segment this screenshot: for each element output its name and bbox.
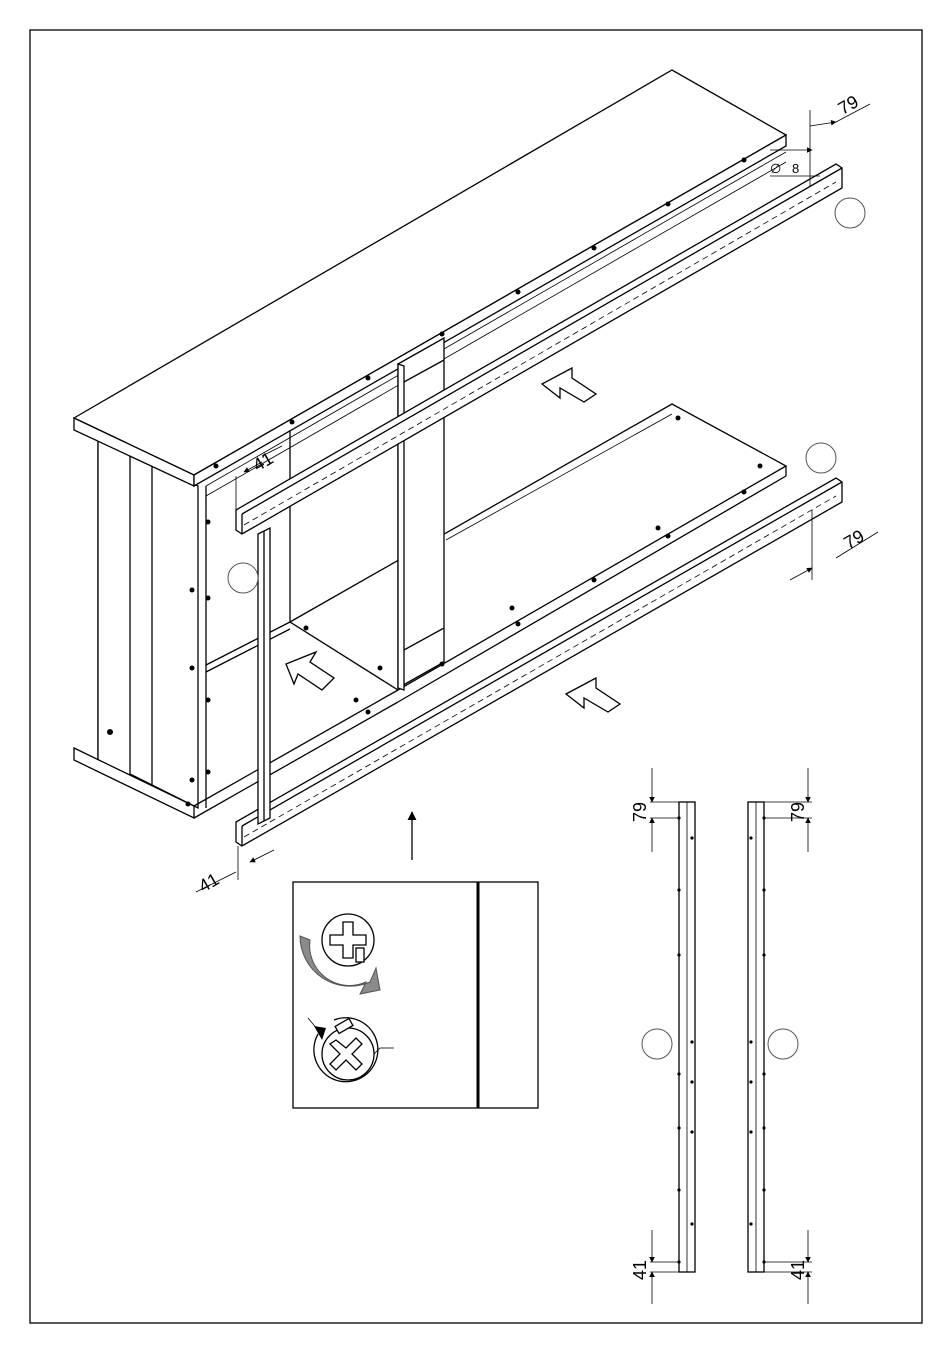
dimension-bottom-rail-left-offset: 41 bbox=[195, 846, 274, 896]
dimension-label: 41 bbox=[788, 1260, 808, 1280]
dimension-label: 79 bbox=[788, 802, 808, 822]
rail-elevation-left: 79 41 bbox=[630, 768, 695, 1304]
part-callout-circle bbox=[768, 1029, 798, 1059]
diameter-symbol: ∅ bbox=[770, 161, 781, 176]
dimension-label: 79 bbox=[630, 802, 650, 822]
dimension-label: 79 bbox=[840, 526, 867, 553]
phillips-screw-clockwise-icon bbox=[300, 914, 380, 994]
part-callout-circle bbox=[642, 1029, 672, 1059]
screw-detail-panel bbox=[293, 882, 538, 1108]
cabinet-assembly-view: 79 ∅ 8 41 79 41 bbox=[74, 70, 878, 896]
dimension-hole-diameter: ∅ 8 bbox=[770, 150, 820, 176]
dimension-label: 79 bbox=[835, 91, 862, 118]
insert-arrow-icon bbox=[542, 368, 596, 402]
hole-marks bbox=[677, 816, 693, 1263]
insert-arrow-icon bbox=[286, 652, 334, 690]
hole-marks bbox=[749, 816, 765, 1263]
phillips-screw-counterclockwise-icon bbox=[308, 1018, 394, 1082]
diameter-value: 8 bbox=[792, 161, 799, 176]
part-callout-circle bbox=[835, 198, 865, 228]
vertical-strip bbox=[258, 528, 270, 824]
dimension-label: 41 bbox=[195, 869, 222, 896]
part-callout-circle bbox=[228, 563, 258, 593]
dimension-label: 41 bbox=[630, 1260, 650, 1280]
part-callout-circle bbox=[806, 443, 836, 473]
rail-elevation-right: 79 41 bbox=[748, 768, 812, 1304]
insert-arrow-icon bbox=[566, 678, 620, 712]
